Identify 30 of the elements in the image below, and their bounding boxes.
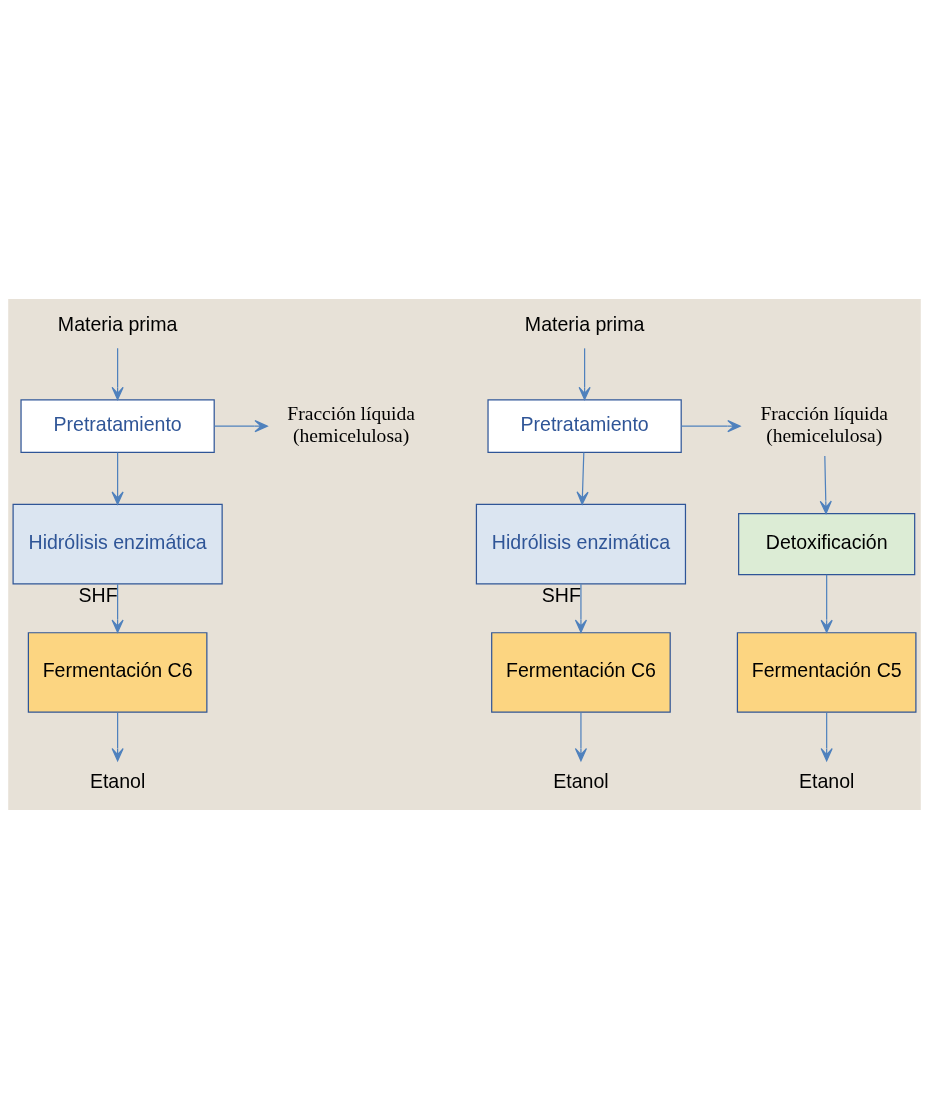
node-box: Pretratamiento — [20, 399, 215, 454]
node-box: Hidrólisis enzimática — [475, 503, 687, 585]
arrow — [820, 574, 833, 633]
arrow — [680, 420, 741, 433]
node-box: Hidrólisis enzimática — [12, 503, 223, 585]
node-text: Etanol — [553, 769, 609, 792]
arrow — [578, 347, 591, 401]
arrow — [819, 455, 832, 515]
edge-label: SHF — [541, 583, 581, 606]
node-box: Pretratamiento — [487, 399, 682, 454]
node-text: Materia prima — [524, 312, 645, 335]
node-text: Fracción líquida (hemicelulosa) — [287, 402, 415, 446]
arrow — [213, 420, 268, 433]
node-box: Fermentación C5 — [736, 632, 917, 713]
arrow — [111, 583, 124, 633]
edge-label: SHF — [78, 583, 118, 606]
node-text: Etanol — [89, 769, 146, 792]
arrow — [574, 712, 588, 762]
node-text: Fracción líquida (hemicelulosa) — [760, 402, 888, 446]
arrow — [576, 451, 589, 505]
node-box: Detoxificación — [738, 512, 916, 576]
node-text: Materia prima — [57, 312, 178, 335]
arrow — [574, 583, 588, 633]
arrow — [111, 451, 124, 505]
node-box: Fermentación C6 — [491, 632, 671, 713]
arrow — [111, 347, 124, 401]
node-box: Fermentación C6 — [27, 632, 208, 713]
arrow — [820, 712, 833, 762]
node-text: Etanol — [798, 769, 855, 792]
arrow — [111, 712, 124, 762]
